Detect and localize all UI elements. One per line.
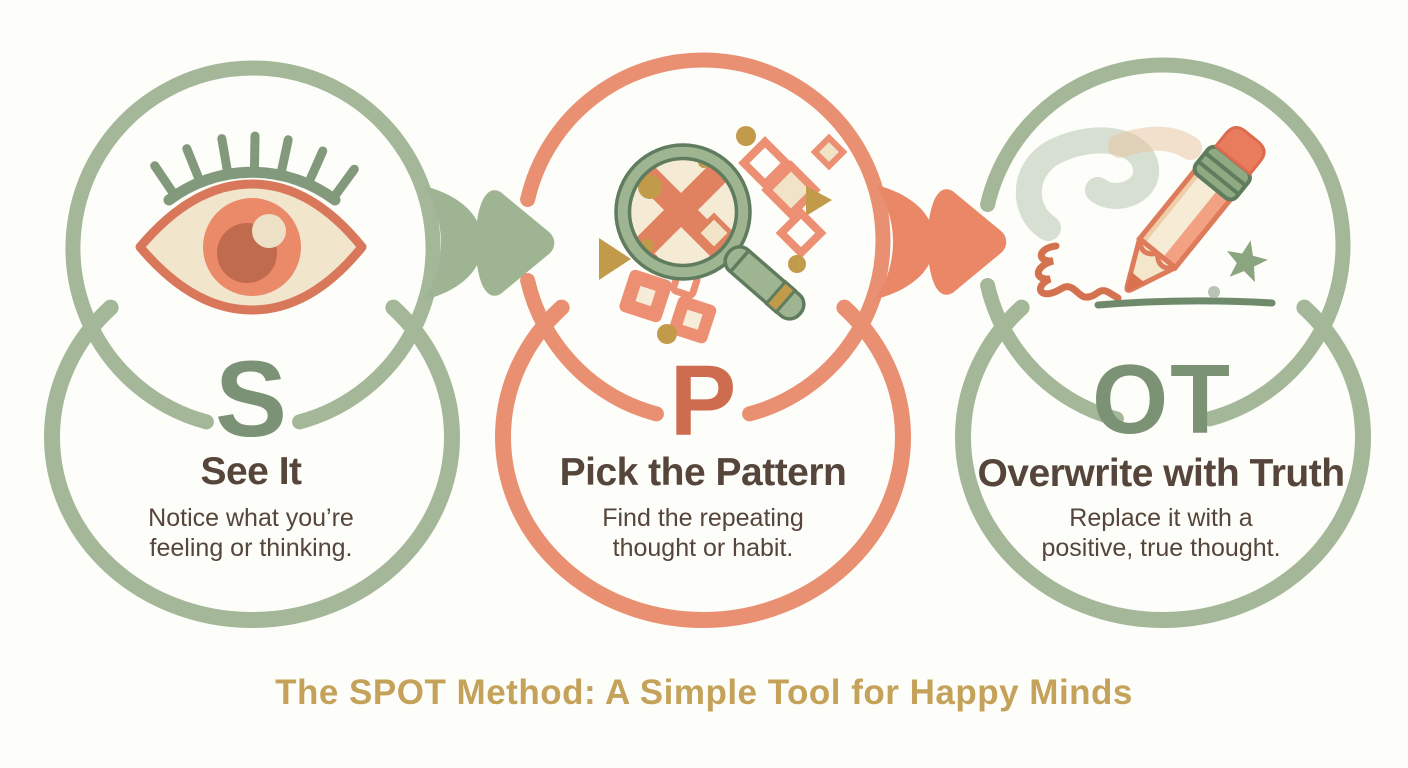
description-line: feeling or thinking. <box>149 534 353 562</box>
description-line: Find the repeating <box>602 504 804 532</box>
step-description-overwrite-with-truth: Replace it with a positive, true thought… <box>1041 503 1280 563</box>
sparkle-dot <box>1208 286 1220 298</box>
pencil <box>1124 126 1266 293</box>
step-outline-pick-the-pattern <box>495 52 911 629</box>
magnifying-glass-pattern-icon <box>599 126 848 344</box>
step-heading-see-it: See It <box>200 450 302 493</box>
step-heading-overwrite-with-truth: Overwrite with Truth <box>977 452 1345 495</box>
step-outline-see-it <box>44 60 460 629</box>
pencil-writing-icon <box>1015 126 1276 309</box>
step-letter-s: S <box>214 338 288 459</box>
description-line: Notice what you’re <box>148 504 354 532</box>
arrow-see-to-pick-icon <box>424 186 555 300</box>
eye-icon <box>135 131 367 315</box>
step-description-see-it: Notice what you’re feeling or thinking. <box>148 503 354 563</box>
step-description-pick-the-pattern: Find the repeating thought or habit. <box>602 503 804 563</box>
eye-highlight <box>252 214 286 248</box>
step-heading-pick-the-pattern: Pick the Pattern <box>559 451 847 494</box>
lens-rim <box>616 145 750 279</box>
star-icon <box>1226 240 1268 283</box>
scribble-line <box>1034 242 1122 302</box>
infographic-title: The SPOT Method: A Simple Tool for Happy… <box>275 673 1133 712</box>
pattern-shapes <box>599 126 848 344</box>
eyelashes <box>150 131 359 202</box>
step-letter-ot: OT <box>1091 344 1233 454</box>
description-line: thought or habit. <box>612 534 794 562</box>
arrow-pick-to-overwrite-icon <box>876 185 1007 299</box>
description-line: Replace it with a <box>1069 504 1253 532</box>
magnifier-handle <box>723 245 806 321</box>
step-letter-p: P <box>669 345 737 457</box>
step-outline-overwrite-with-truth <box>955 57 1371 629</box>
description-line: positive, true thought. <box>1041 534 1281 562</box>
underline-stroke <box>1094 297 1276 309</box>
